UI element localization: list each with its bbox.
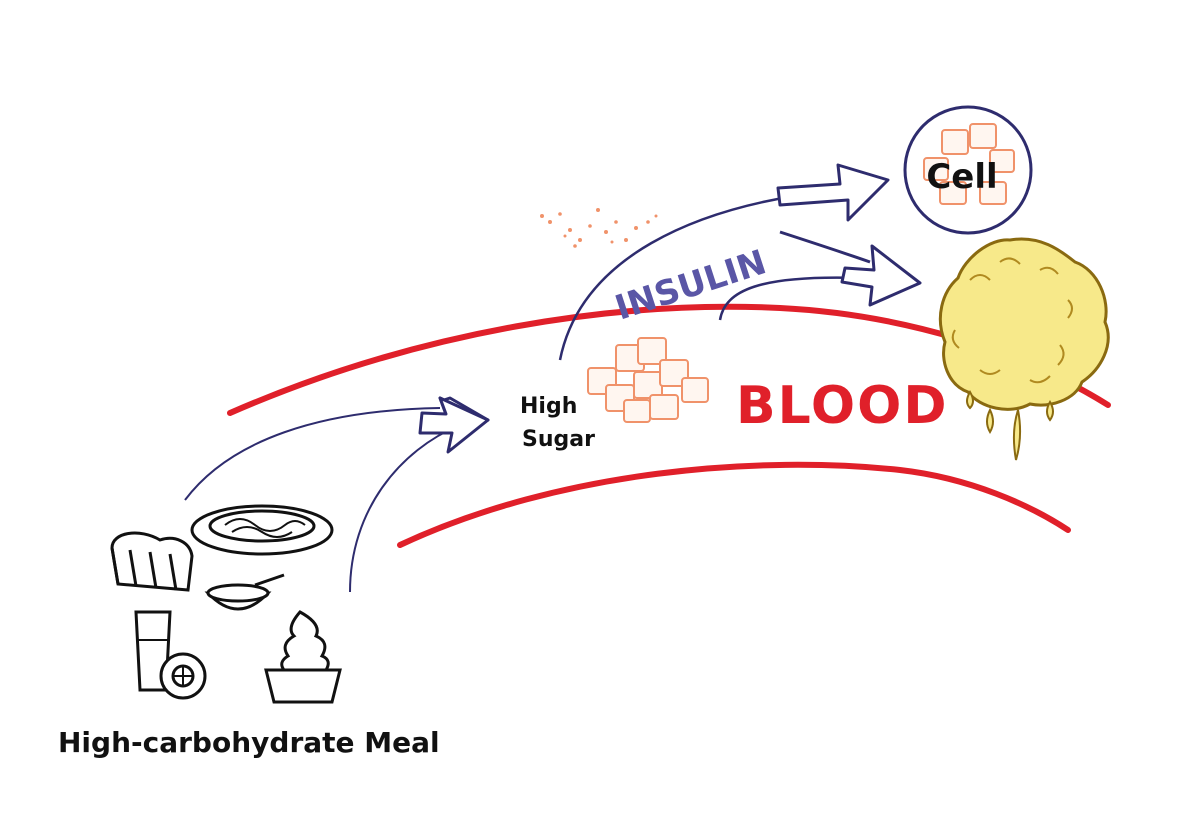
fat-drips-icon <box>966 390 1054 461</box>
meal-curve-left <box>184 407 441 501</box>
insulin-to-cell-arrowhead-icon <box>776 163 890 222</box>
fat-cell-icon <box>938 237 1110 411</box>
high-sugar-label-line1: High <box>520 394 577 419</box>
to-fat-arrowhead-icon <box>840 244 922 307</box>
blood-curve-to-fat <box>718 276 861 321</box>
branch-line-to-fat <box>779 230 871 264</box>
meal-to-blood-arrowhead-icon <box>418 396 490 454</box>
meal-label: High-carbohydrate Meal <box>58 726 440 759</box>
sugar-cubes-icon <box>587 337 709 423</box>
blood-label: BLOOD <box>736 376 949 436</box>
ice-cream-icon <box>264 610 342 704</box>
insulin-label: INSULIN <box>610 242 771 328</box>
cereal-bowl-icon <box>204 573 285 611</box>
cell-label: Cell <box>926 157 997 197</box>
meal-curve-right <box>349 424 461 593</box>
fat-cell-texture <box>951 257 1073 384</box>
bread-icon <box>110 531 194 592</box>
pasta-plate-icon <box>190 504 334 556</box>
high-sugar-label-line2: Sugar <box>522 427 595 452</box>
kiwi-icon <box>159 652 207 700</box>
sugar-particles-icon <box>540 208 658 248</box>
cell-sugar-cubes-icon <box>923 123 1015 205</box>
blood-vessel-lower-wall <box>397 461 1071 548</box>
